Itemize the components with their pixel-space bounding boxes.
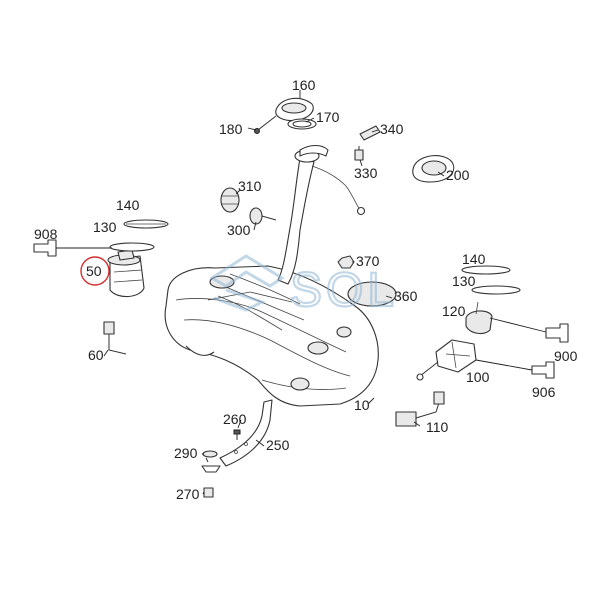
callout-50: 50 [86, 263, 102, 279]
seal-ring-right [471, 285, 521, 295]
callout-908: 908 [34, 226, 58, 242]
callout-906: 906 [532, 384, 556, 400]
filler-neck [277, 144, 366, 285]
retaining-nut [337, 255, 355, 269]
callout-140-right: 140 [462, 251, 486, 267]
nut-270 [203, 487, 214, 498]
fuel-filler-lid [275, 90, 314, 122]
connector-906 [475, 359, 555, 379]
callout-330: 330 [354, 165, 378, 181]
callout-10: 10 [354, 397, 370, 413]
clip-290 [201, 465, 221, 473]
tank-strap [219, 399, 273, 467]
callout-900: 900 [554, 348, 578, 364]
callout-360: 360 [394, 288, 418, 304]
pressure-regulator [465, 301, 493, 335]
callout-370: 370 [356, 253, 380, 269]
level-sender-left [103, 321, 127, 355]
callout-110: 110 [426, 419, 449, 435]
locking-ring-right [461, 265, 511, 275]
callout-290: 290 [174, 445, 198, 461]
connector-908 [33, 239, 112, 257]
callout-340: 340 [380, 121, 404, 137]
callout-260: 260 [223, 411, 247, 427]
callout-270: 270 [176, 486, 200, 502]
callout-310: 310 [238, 178, 262, 194]
callout-130-left: 130 [93, 219, 117, 235]
callout-120: 120 [442, 303, 466, 319]
callout-200: 200 [446, 167, 470, 183]
callout-300: 300 [227, 222, 251, 238]
callout-170: 170 [316, 109, 340, 125]
highlight-circle [80, 256, 110, 286]
sensor-seal [249, 207, 277, 225]
callout-130-right: 130 [452, 273, 476, 289]
check-valve [354, 146, 364, 161]
connector-900 [489, 317, 569, 343]
callout-160: 160 [292, 77, 316, 93]
watermark-logo [209, 254, 285, 312]
callout-60: 60 [88, 347, 104, 363]
callout-250: 250 [266, 437, 290, 453]
washer-290 [202, 450, 218, 458]
callout-140-left: 140 [116, 197, 140, 213]
leader-lines [103, 117, 445, 495]
release-cable [254, 115, 277, 134]
pressure-sensor [220, 187, 240, 213]
seal-ring [287, 118, 317, 130]
seal-ring-left [109, 242, 155, 252]
callout-labels: 160 170 180 340 330 200 310 300 140 130 … [34, 77, 578, 502]
locking-ring-left [123, 219, 169, 229]
fuel-pump-module-left [107, 249, 145, 298]
level-sender-right [395, 391, 445, 427]
bolt-260 [233, 429, 241, 440]
cover-plate [347, 281, 397, 307]
callout-180: 180 [219, 121, 243, 137]
mounting-bracket [359, 125, 381, 141]
watermark-text: SOL [290, 264, 398, 317]
callout-100: 100 [466, 369, 490, 385]
